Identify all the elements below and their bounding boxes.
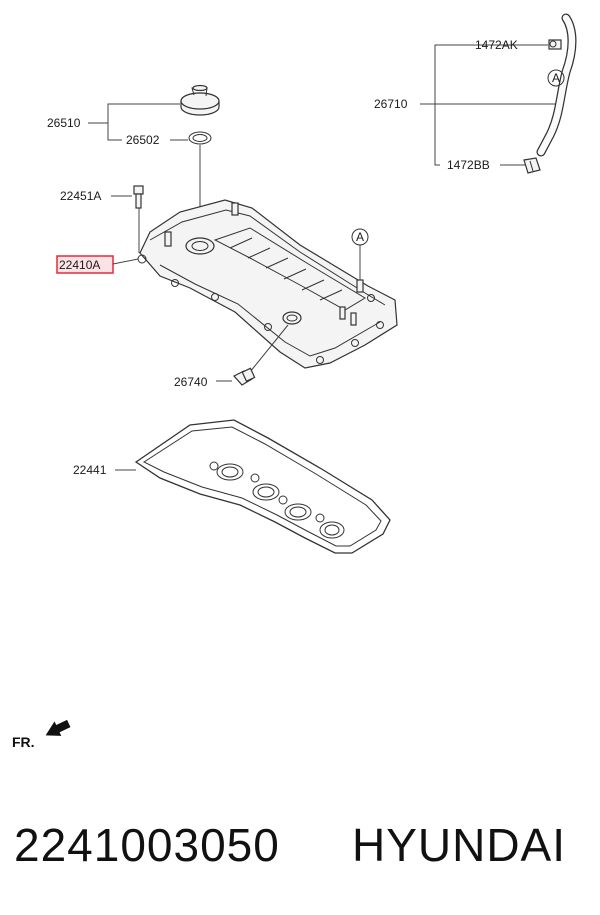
oil-filler-cap: 26510 26502: [47, 84, 220, 240]
breather-hose-assembly: 1472AK 26710 1472BB A: [374, 13, 577, 174]
callout-26710: 26710: [374, 97, 408, 111]
front-direction-label: FR.: [12, 734, 35, 750]
callout-26502: 26502: [126, 133, 160, 147]
callout-26510: 26510: [47, 116, 81, 130]
reference-a: A: [356, 230, 364, 244]
callout-1472BB: 1472BB: [447, 158, 490, 172]
callout-22451A: 22451A: [60, 189, 101, 203]
callout-1472AK: 1472AK: [475, 38, 518, 52]
bolt: 22451A: [60, 185, 144, 253]
exploded-parts-diagram: 1472AK 26710 1472BB A 26510 26502: [12, 13, 577, 750]
cap-seal-ring: [188, 131, 212, 145]
part-identification-footer: 2241003050 HYUNDAI: [0, 790, 600, 915]
pcv-valve: 26740: [174, 324, 289, 389]
callout-26740: 26740: [174, 375, 208, 389]
hose-clip-bottom: [523, 157, 541, 174]
brand-name: HYUNDAI: [352, 819, 567, 871]
callout-22410A: 22410A: [59, 258, 100, 272]
reference-a-hose-circle: [547, 69, 565, 87]
front-arrow-icon: [45, 719, 71, 736]
part-number: 2241003050: [14, 819, 280, 871]
reference-a-circle: [351, 228, 369, 246]
callout-22410A-highlight: 22410A: [56, 255, 139, 274]
front-direction-indicator: FR.: [12, 719, 71, 750]
hose-clip-top: [548, 39, 562, 50]
rocker-cover: A: [137, 199, 398, 369]
valve-cover-gasket: 22441: [73, 419, 391, 554]
breather-hose: [536, 13, 577, 157]
callout-22441: 22441: [73, 463, 107, 477]
reference-a-hose: A: [552, 71, 560, 85]
